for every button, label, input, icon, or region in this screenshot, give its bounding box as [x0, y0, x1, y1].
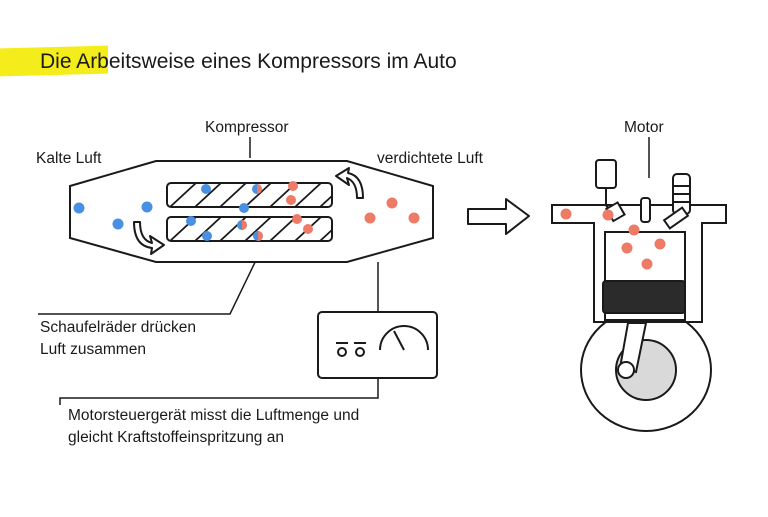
mixed-air-particles: [237, 184, 263, 241]
label-ecu-line-2: gleicht Kraftstoffeinspritzung an: [68, 429, 284, 446]
ecu-leader: [59, 378, 379, 405]
compressed-air-particles: [286, 181, 420, 234]
label-cold-air: Kalte Luft: [36, 150, 102, 167]
leader-lines: [38, 137, 650, 405]
label-compressor: Kompressor: [205, 119, 289, 136]
label-ecu: Motorsteuergerät misst die Luftmenge und…: [68, 405, 359, 449]
right-arrow-icon: [467, 198, 530, 235]
label-blades-line-1: Schaufelräder drücken: [40, 319, 196, 336]
page-title: Die Arbeitsweise eines Kompressors im Au…: [40, 50, 457, 73]
rotation-arrow-icon: [133, 167, 364, 255]
compressor-housing: [69, 160, 434, 263]
control-unit-gauge-icon: [317, 311, 438, 379]
engine-air-particles: [560, 208, 666, 270]
engine-cylinder-icon: [551, 159, 727, 432]
label-blades: Schaufelräder drücken Luft zusammen: [40, 317, 196, 361]
blades-leader: [38, 251, 261, 315]
label-compressed-air: verdichtete Luft: [377, 150, 483, 167]
label-motor: Motor: [624, 119, 664, 136]
cold-air-particles: [73, 184, 249, 241]
label-ecu-line-1: Motorsteuergerät misst die Luftmenge und: [68, 407, 360, 424]
label-blades-line-2: Luft zusammen: [40, 341, 146, 358]
